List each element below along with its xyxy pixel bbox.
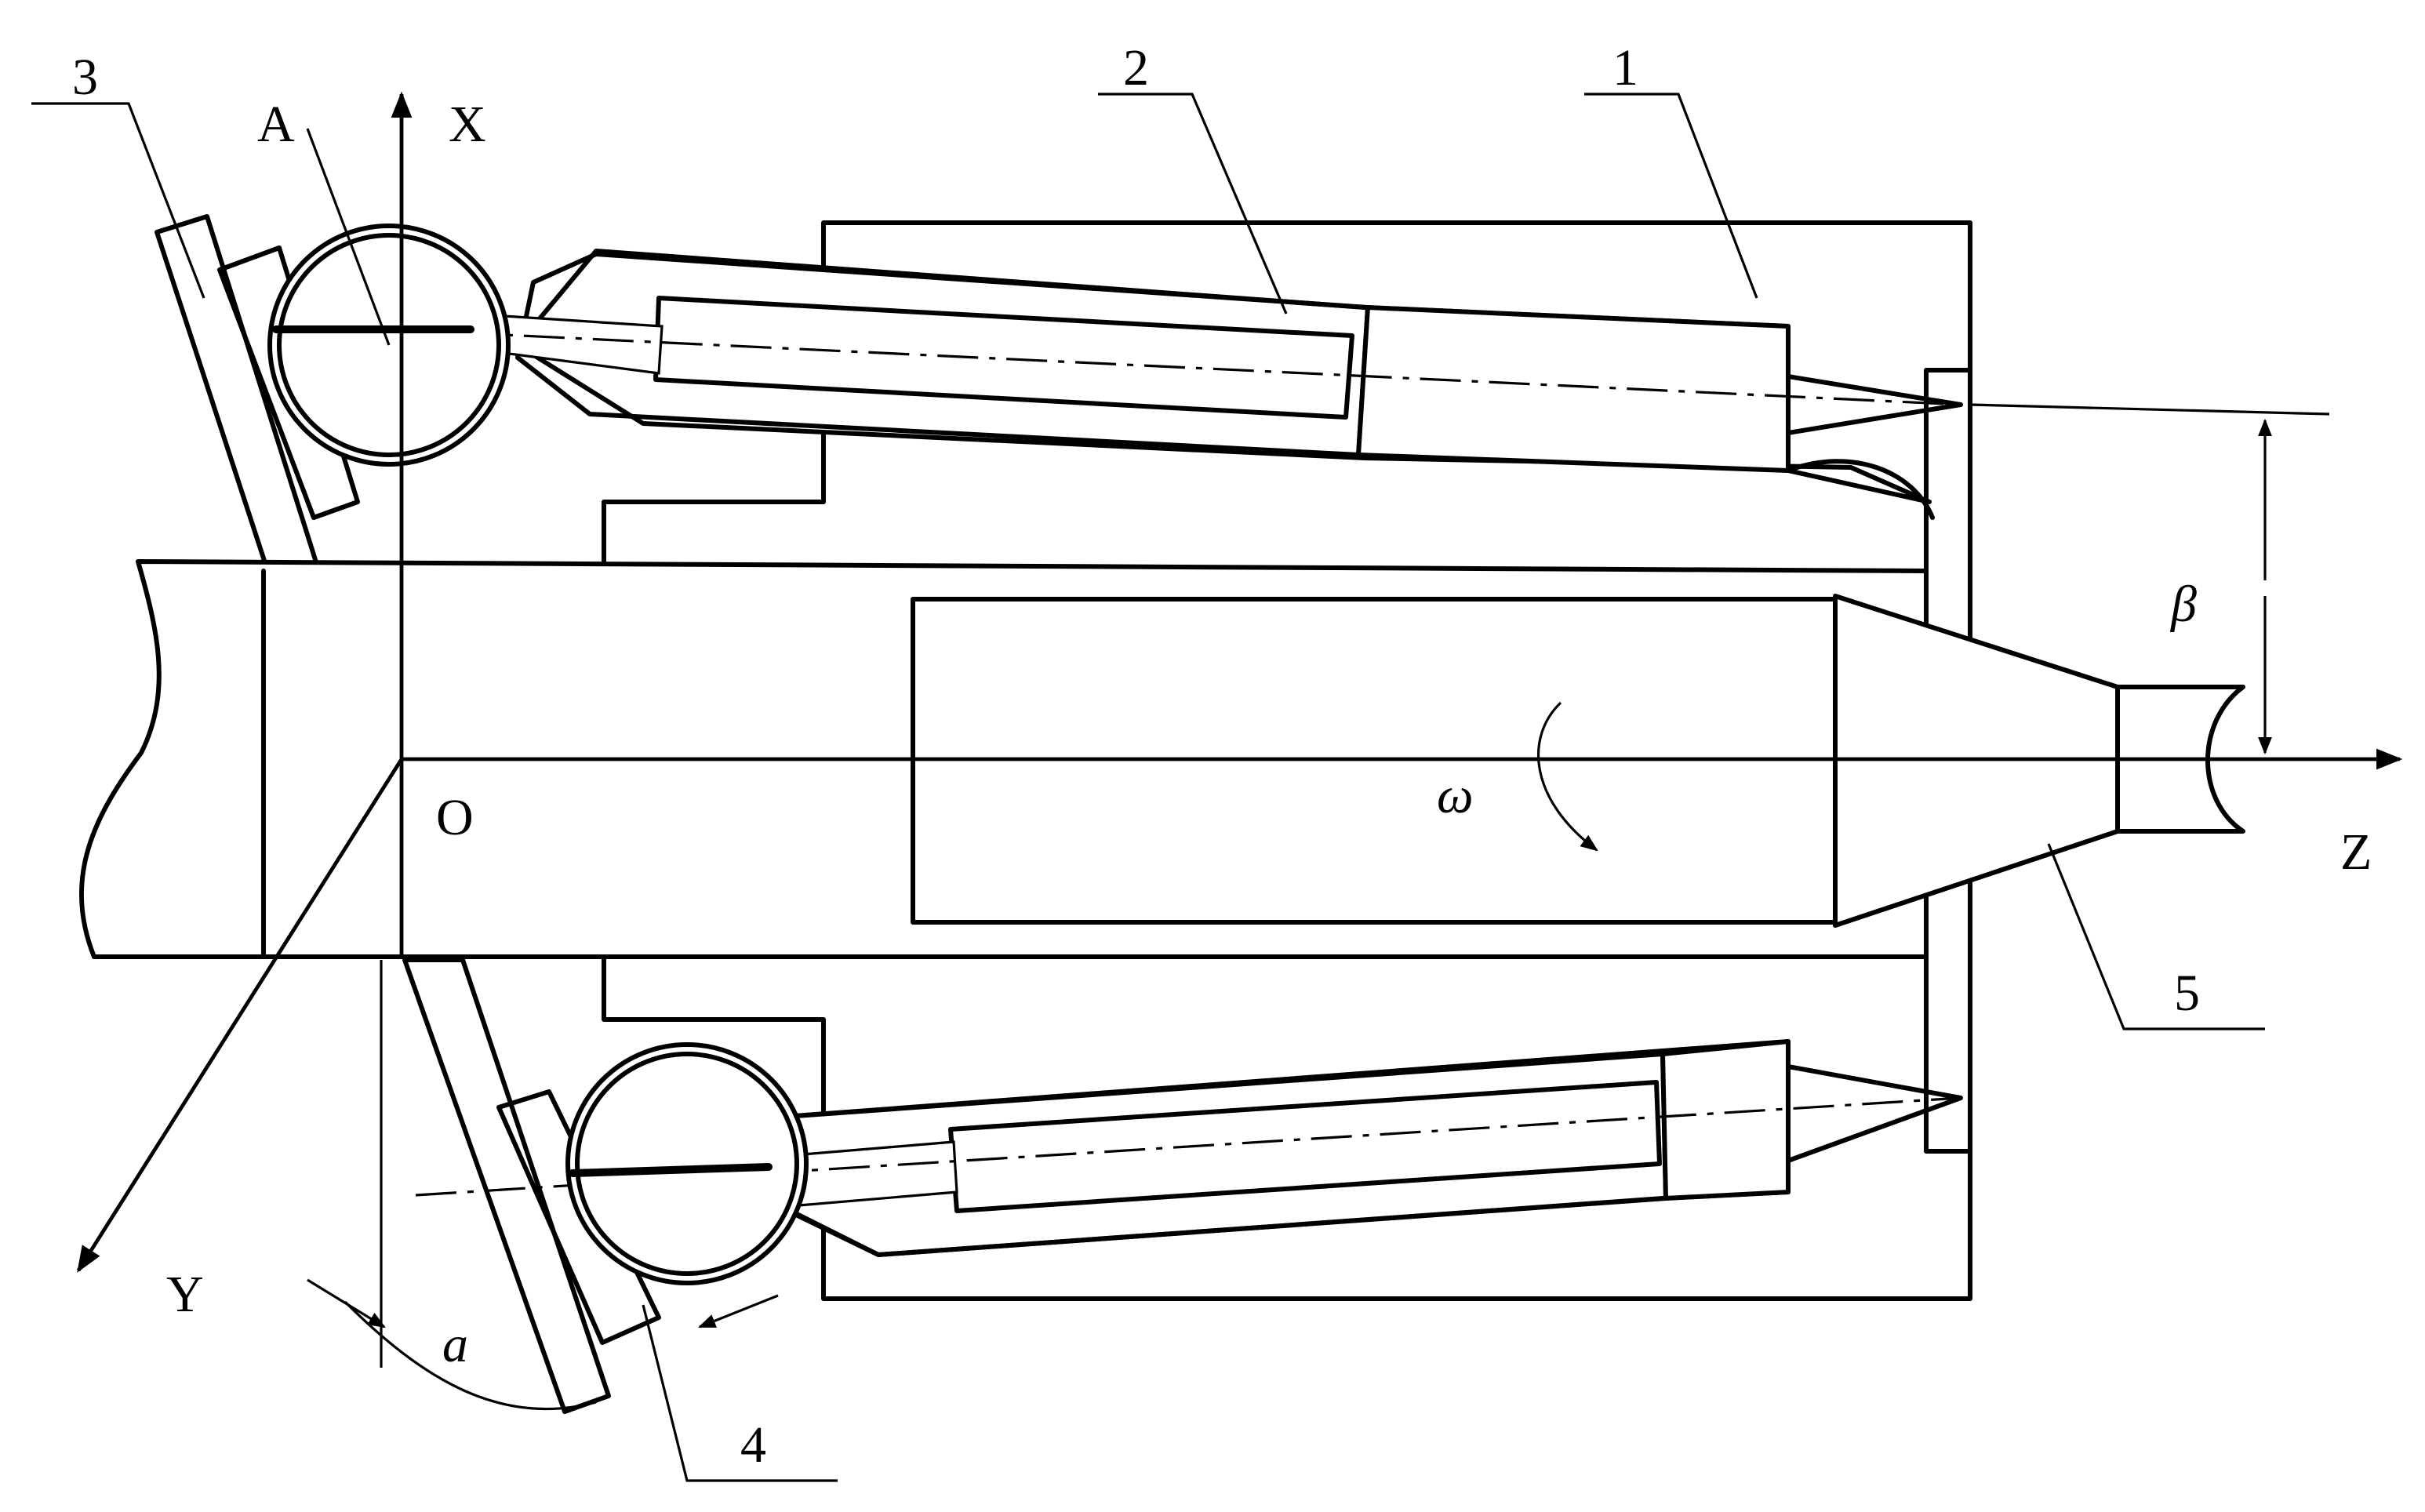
label-part-2: 2 [1123,39,1149,96]
alpha-arrow-left [307,1278,386,1328]
alpha-angle [307,1278,779,1411]
label-axis-x: X [449,96,486,153]
lower-ball-socket [565,1042,809,1285]
leader-lines [31,93,2265,1482]
lower-swash-plate [402,958,611,1414]
lower-ball [575,1052,799,1276]
leader-2 [1098,93,1288,314]
label-part-1: 1 [1612,39,1638,96]
lower-piston-assembly [415,1039,1963,1257]
alpha-arc [344,1300,597,1411]
label-alpha: a [442,1316,468,1373]
rotation-arrow [1537,701,1598,852]
upper-curve-cavity [1786,459,1935,520]
label-part-3: 3 [72,49,98,106]
lower-cylinder [1660,1039,1791,1201]
beta-dimension [1969,403,2330,755]
labels: 1 2 3 4 5 A O X Y Z ω β a [72,39,2372,1474]
label-axis-y: Y [166,1266,204,1323]
leader-a [306,128,391,346]
lower-ball-joint [565,1042,809,1285]
swash-plate-lower [402,958,661,1414]
label-beta: β [2169,576,2197,633]
leader-5 [2047,843,2265,1030]
label-origin: O [436,789,474,846]
upper-piston-assembly [454,249,1963,520]
lower-slipper [496,1089,661,1345]
upper-ball [277,233,501,457]
label-part-4: 4 [740,1416,766,1474]
y-axis [76,758,404,1273]
coordinate-axes [76,91,2403,1368]
leader-3 [31,102,205,299]
upper-centerline [454,331,1961,406]
label-omega: ω [1437,767,1474,824]
leader-4 [642,1304,838,1482]
label-part-5: 5 [2174,965,2200,1022]
alpha-arrow-right [697,1294,779,1328]
lower-ball-rod [569,1163,773,1177]
lower-centerline [415,1096,1961,1197]
label-point-a: A [257,96,295,153]
upper-slipper [217,245,360,520]
leader-1 [1584,93,1758,299]
upper-cylinder [1356,305,1791,473]
beta-extension [1969,403,2330,416]
upper-taper [1786,374,1963,435]
label-axis-z: Z [2340,823,2372,881]
